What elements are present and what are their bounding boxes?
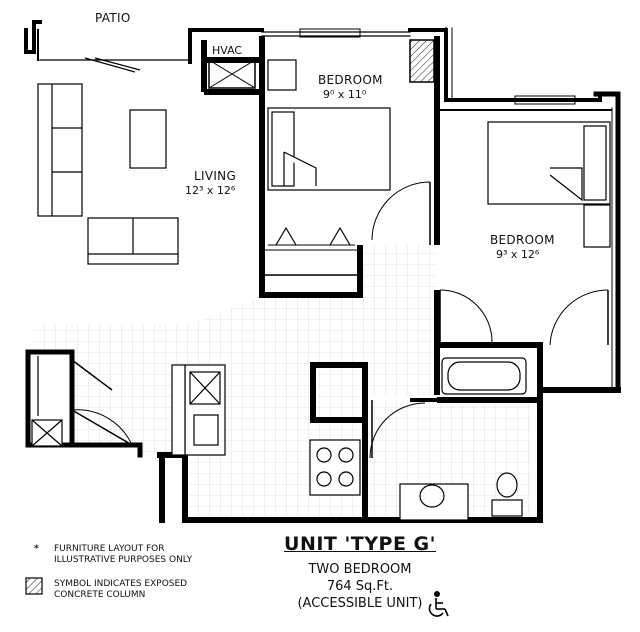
legend-furniture-line1: FURNITURE LAYOUT FOR xyxy=(54,544,165,554)
bedroom2-furniture xyxy=(487,121,611,248)
title-block: UNIT 'TYPE G' TWO BEDROOM 764 Sq.Ft. (AC… xyxy=(270,533,450,612)
patio-label: PATIO xyxy=(95,11,131,25)
doors xyxy=(71,181,609,459)
legend: * FURNITURE LAYOUT FOR ILLUSTRATIVE PURP… xyxy=(34,544,193,566)
concrete-column xyxy=(409,39,435,83)
unit-type: TWO BEDROOM xyxy=(308,562,412,577)
legend-column-note: SYMBOL INDICATES EXPOSED CONCRETE COLUMN xyxy=(54,579,187,601)
bedroom1-dimensions: 9⁰ x 11⁰ xyxy=(323,88,367,101)
living-furniture xyxy=(37,83,179,265)
furniture-marker: * xyxy=(34,544,39,554)
living-label: LIVING xyxy=(194,169,236,183)
bedroom1-furniture xyxy=(267,59,391,191)
hvac-label: HVAC xyxy=(212,44,242,57)
interior-walls xyxy=(201,36,612,520)
unit-accessible: (ACCESSIBLE UNIT) xyxy=(297,596,423,611)
bedroom1-label: BEDROOM xyxy=(318,73,383,87)
kitchen xyxy=(171,364,361,496)
wheelchair-icon xyxy=(428,590,449,617)
legend-furniture-note: * FURNITURE LAYOUT FOR ILLUSTRATIVE PURP… xyxy=(34,544,193,566)
legend-column-line2: CONCRETE COLUMN xyxy=(54,590,146,600)
unit-title: UNIT 'TYPE G' xyxy=(284,533,436,555)
legend-column-line1: SYMBOL INDICATES EXPOSED xyxy=(54,579,188,589)
bedroom2-dimensions: 9³ x 12⁶ xyxy=(496,248,540,261)
hvac-unit xyxy=(208,59,256,89)
bathroom-fixtures xyxy=(399,357,527,521)
unit-area: 764 Sq.Ft. xyxy=(326,579,394,594)
bedroom2-label: BEDROOM xyxy=(490,233,555,247)
living-dimensions: 12³ x 12⁶ xyxy=(185,184,236,197)
closet-door xyxy=(275,226,351,246)
legend-hatch-swatch xyxy=(25,577,43,595)
exterior-walls xyxy=(24,20,621,523)
legend-furniture-line2: ILLUSTRATIVE PURPOSES ONLY xyxy=(54,555,193,565)
windows xyxy=(84,28,576,105)
closet-laundry xyxy=(31,356,63,447)
